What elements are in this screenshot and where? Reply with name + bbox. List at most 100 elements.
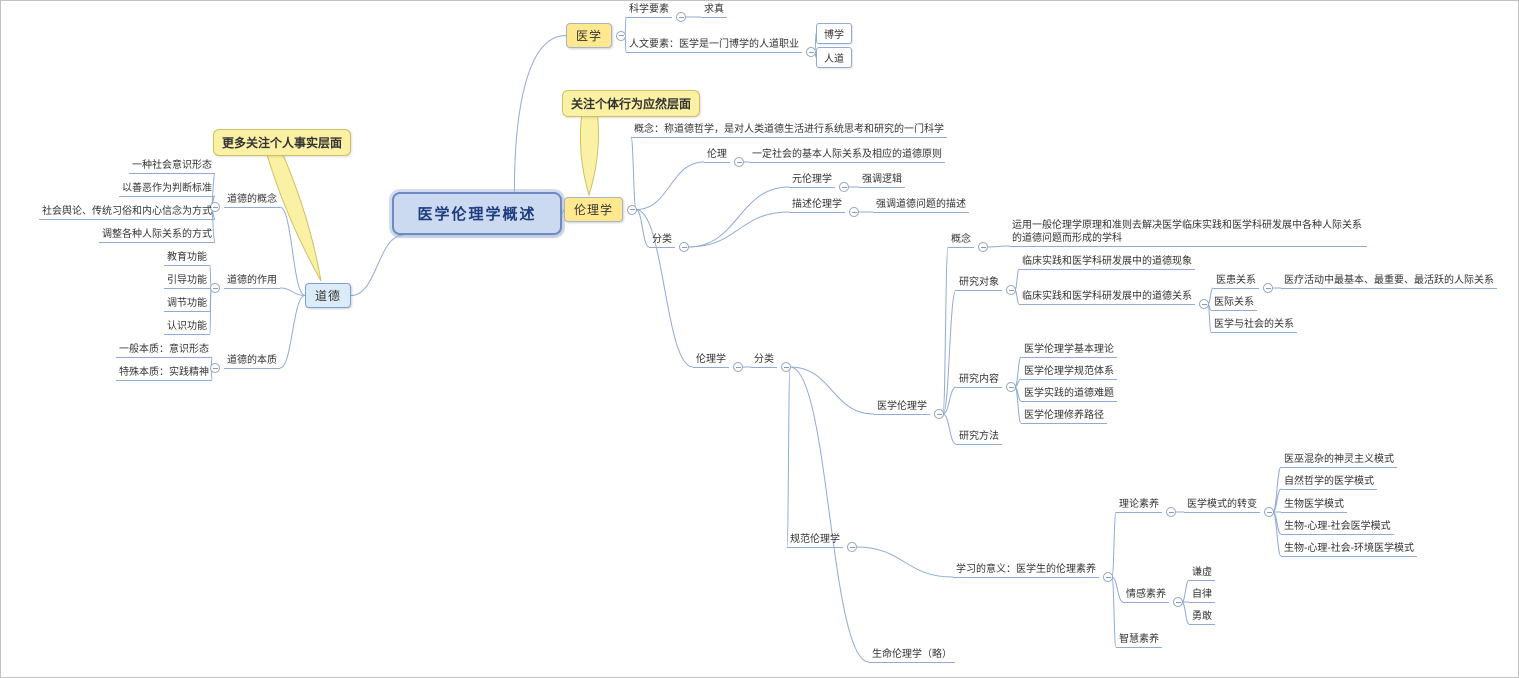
node-lunlixue[interactable]: 伦理学 [564,197,638,222]
collapse-minus-icon[interactable] [806,47,816,57]
collapse-minus-icon[interactable] [679,242,689,252]
node-lilunsuyang[interactable]: 理论素养 [1116,498,1176,517]
node-renwenyaosu[interactable]: 人文要素：医学是一门博学的人道职业 [626,38,816,57]
node-label: 临床实践和医学科研发展中的道德关系 [1022,291,1192,302]
node-ddzuoyong[interactable]: 道德的作用 [210,274,280,293]
connector-line [942,413,957,445]
connector-line [1111,511,1117,578]
collapse-minus-icon[interactable] [734,157,744,167]
node-teshu[interactable]: 特殊本质：实践精神 [116,366,212,381]
node-central[interactable]: 医学伦理学概述 [392,192,562,235]
node-shyulun[interactable]: 社会舆论、传统习俗和内心信念为方式 [39,205,215,220]
node-llgainian[interactable]: 概念：称道德哲学，是对人类道德生活进行系统思考和研究的一门科学 [631,123,947,138]
node-yxllgainiandef[interactable]: 运用一般伦理学原理和准则去解决医学临床实践和医学科研发展中各种人际关系的道德问题… [1009,219,1367,247]
collapse-minus-icon[interactable] [978,242,988,252]
node-ddguanxi[interactable]: 临床实践和医学科研发展中的道德关系 [1019,290,1209,309]
node-ms2[interactable]: 自然哲学的医学模式 [1281,475,1377,490]
node-lunlidef[interactable]: 一定社会的基本人际关系及相应的道德原则 [749,148,945,163]
collapse-minus-icon[interactable] [1263,283,1273,293]
node-miaoshull[interactable]: 描述伦理学 [789,198,859,217]
node-qiuzhen[interactable]: 求真 [701,3,727,18]
node-daode[interactable]: 道德 [304,283,351,308]
node-xylj[interactable]: 医学伦理修养路径 [1021,409,1107,424]
collapse-minus-icon[interactable] [1006,285,1016,295]
node-rendao[interactable]: 人道 [816,47,852,68]
node-fenlei1[interactable]: 分类 [649,233,689,252]
node-shengmingll[interactable]: 生命伦理学（略） [869,648,955,663]
node-qianxu[interactable]: 谦虚 [1189,566,1215,581]
node-yjfangfa[interactable]: 研究方法 [956,430,1002,445]
node-yuanll[interactable]: 元伦理学 [789,173,849,192]
node-jbll[interactable]: 医学伦理学基本理论 [1021,343,1117,358]
node-gftx[interactable]: 医学伦理学规范体系 [1021,365,1117,380]
collapse-minus-icon[interactable] [847,542,857,552]
node-ms5[interactable]: 生物-心理-社会-环境医学模式 [1281,542,1417,557]
node-ms4[interactable]: 生物-心理-社会医学模式 [1281,520,1394,535]
node-lunli[interactable]: 伦理 [704,148,744,167]
collapse-minus-icon[interactable] [676,12,686,22]
node-yihuandef[interactable]: 医疗活动中最基本、最重要、最活跃的人际关系 [1281,274,1497,289]
node-xuexiyiyi[interactable]: 学习的意义：医学生的伦理素养 [953,563,1113,582]
node-qddaode[interactable]: 强调道德问题的描述 [873,198,969,213]
node-yjneirong[interactable]: 研究内容 [956,373,1016,392]
node-qinggan[interactable]: 情感素养 [1123,588,1183,607]
collapse-minus-icon[interactable] [934,409,944,419]
node-yindao[interactable]: 引导功能 [164,274,210,289]
node-yihuan[interactable]: 医患关系 [1213,274,1273,293]
node-tiaojie[interactable]: 调节功能 [164,297,210,312]
node-yixue[interactable]: 医学 [566,23,627,48]
node-label: 概念：称道德哲学，是对人类道德生活进行系统思考和研究的一门科学 [634,124,944,135]
collapse-minus-icon[interactable] [1166,507,1176,517]
node-zilv[interactable]: 自律 [1189,588,1215,603]
node-label: 学习的意义：医学生的伦理素养 [956,564,1096,575]
collapse-minus-icon[interactable] [733,362,743,372]
node-qdluoji[interactable]: 强调逻辑 [859,173,905,188]
node-ddbenzhi[interactable]: 道德的本质 [210,354,280,373]
collapse-minus-icon[interactable] [849,207,859,217]
node-yizhong[interactable]: 一种社会意识形态 [129,159,215,174]
collapse-minus-icon[interactable] [627,204,638,215]
collapse-minus-icon[interactable] [210,283,220,293]
node-tiaozh[interactable]: 调整各种人际关系的方式 [99,228,215,243]
node-label: 道德的作用 [227,275,277,286]
node-renshi[interactable]: 认识功能 [164,320,210,335]
node-ddgainian[interactable]: 道德的概念 [210,193,280,212]
node-label: 调整各种人际关系的方式 [102,229,212,240]
node-label: 研究内容 [959,374,999,385]
node-guifanll[interactable]: 规范伦理学 [787,533,857,552]
collapse-minus-icon[interactable] [1006,382,1016,392]
node-callout-lunlixue[interactable]: 关注个体行为应然层面 [562,90,701,117]
node-callout-daode[interactable]: 更多关注个人事实层面 [213,129,352,156]
node-yxll[interactable]: 医学伦理学 [874,400,944,419]
collapse-minus-icon[interactable] [781,362,791,372]
node-ms1[interactable]: 医巫混杂的神灵主义模式 [1281,453,1397,468]
node-boxue[interactable]: 博学 [816,23,852,44]
node-ms3[interactable]: 生物医学模式 [1281,498,1347,513]
collapse-minus-icon[interactable] [1264,507,1274,517]
collapse-minus-icon[interactable] [210,202,220,212]
collapse-minus-icon[interactable] [616,30,627,41]
node-yxmszb[interactable]: 医学模式的转变 [1184,498,1274,517]
collapse-minus-icon[interactable] [839,182,849,192]
collapse-minus-icon[interactable] [1173,597,1183,607]
node-lunlixue2[interactable]: 伦理学 [693,353,743,372]
collapse-minus-icon[interactable] [1103,572,1113,582]
node-jiaoyu[interactable]: 教育功能 [164,251,210,266]
connector-line [786,366,791,548]
node-yxllgainian[interactable]: 概念 [948,233,988,252]
node-yiji[interactable]: 医际关系 [1211,296,1257,311]
node-ddxianxiang[interactable]: 临床实践和医学科研发展中的道德现象 [1019,255,1195,270]
node-zhihui[interactable]: 智慧素养 [1116,633,1162,648]
node-fenlei2[interactable]: 分类 [751,353,791,372]
node-label: 规范伦理学 [790,534,840,545]
node-yonggan[interactable]: 勇敢 [1189,610,1215,625]
node-yishehui[interactable]: 医学与社会的关系 [1211,318,1297,333]
node-label: 生命伦理学（略） [872,649,952,660]
node-ddnt[interactable]: 医学实践的道德难题 [1021,387,1117,402]
collapse-minus-icon[interactable] [210,363,220,373]
node-kexueyaosu[interactable]: 科学要素 [626,3,686,22]
node-yjduixiang[interactable]: 研究对象 [956,276,1016,295]
node-yiban[interactable]: 一般本质：意识形态 [116,343,212,358]
collapse-minus-icon[interactable] [1199,299,1209,309]
node-yishane[interactable]: 以善恶作为判断标准 [119,182,215,197]
